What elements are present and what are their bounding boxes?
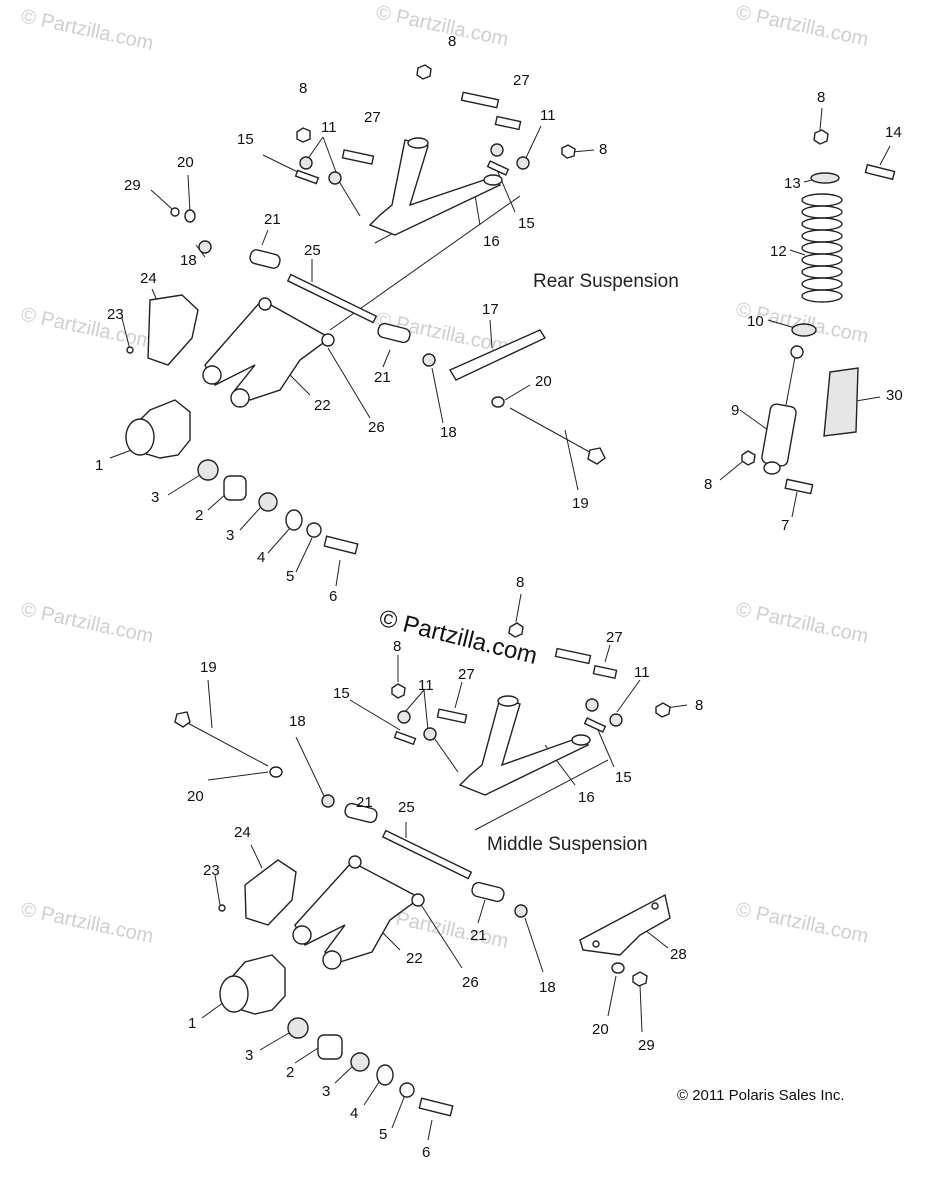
watermark: © Partzilla.com [374,1,510,51]
callout: 16 [578,789,595,806]
callout: 7 [781,517,789,534]
callout: 8 [516,574,524,591]
callout: 8 [299,80,307,97]
callout: 11 [418,677,434,694]
callout: 4 [257,549,265,566]
callout: 10 [747,313,764,330]
callout: 27 [513,72,530,89]
callout: 2 [195,507,203,524]
callout: 20 [177,154,194,171]
callout: 21 [264,211,281,228]
callout: 18 [440,424,457,441]
callout: 25 [398,799,415,816]
watermark: © Partzilla.com [734,1,870,51]
callout: 11 [634,664,650,681]
callout: 8 [695,697,703,714]
callout: 3 [151,489,159,506]
callout: 18 [289,713,306,730]
callout: 20 [187,788,204,805]
callout: 22 [406,950,423,967]
callout: 1 [188,1015,196,1032]
callout: 15 [615,769,632,786]
shock-assembly-parts [719,107,896,518]
callout: 9 [731,402,739,419]
callout: 29 [638,1037,655,1054]
callout: 19 [572,495,589,512]
callout: 11 [540,107,556,124]
callout: 6 [329,588,337,605]
callout: 25 [304,242,321,259]
callout: 17 [482,301,499,318]
callout: 22 [314,397,331,414]
middle-suspension-parts [174,593,688,1141]
callout: 30 [886,387,903,404]
watermarks: © Partzilla.com © Partzilla.com © Partzi… [19,1,870,953]
callouts-shock: 8 14 13 12 10 30 9 8 7 [704,89,903,534]
rear-suspension-parts [109,64,606,587]
callout: 6 [422,1144,430,1161]
callout: 15 [237,131,254,148]
callout: 21 [356,794,373,811]
callout: 3 [322,1083,330,1100]
callout: 14 [885,124,902,141]
callout: 27 [458,666,475,683]
callout: 27 [606,629,623,646]
callout: 3 [226,527,234,544]
watermark: © Partzilla.com [19,5,155,55]
callout: 29 [124,177,141,194]
callout: 26 [462,974,479,991]
callout: 24 [140,270,157,287]
copyright-notice: © 2011 Polaris Sales Inc. [677,1087,845,1104]
callout: 2 [286,1064,294,1081]
watermark: © Partzilla.com [19,303,155,353]
section-title-rear: Rear Suspension [533,271,679,292]
callouts-middle: 8 27 8 27 11 19 15 11 8 18 15 21 25 16 2… [187,574,703,1161]
callout: 18 [539,979,556,996]
callout: 8 [817,89,825,106]
callout: 18 [180,252,197,269]
callout: 21 [470,927,487,944]
section-title-middle: Middle Suspension [487,834,648,855]
callout: 8 [448,33,456,50]
callout: 19 [200,659,217,676]
callout: 12 [770,243,787,260]
watermark: © Partzilla.com [19,598,155,648]
callout: 3 [245,1047,253,1064]
callout: 28 [670,946,687,963]
callout: 20 [535,373,552,390]
callout: 23 [107,306,124,323]
watermark: © Partzilla.com [734,898,870,948]
callout: 27 [364,109,381,126]
callout: 8 [393,638,401,655]
callout: 24 [234,824,251,841]
callout: 15 [518,215,535,232]
callout: 23 [203,862,220,879]
callout: 5 [379,1126,387,1143]
callout: 11 [321,119,337,136]
callout: 16 [483,233,500,250]
callout: 13 [784,175,801,192]
callout: 26 [368,419,385,436]
callouts-rear: 8 27 8 11 27 11 8 15 15 20 29 16 21 18 2… [95,33,607,605]
watermark: © Partzilla.com [19,898,155,948]
callout: 20 [592,1021,609,1038]
callout: 1 [95,457,103,474]
callout: 8 [704,476,712,493]
watermark: © Partzilla.com [734,598,870,648]
callout: 21 [374,369,391,386]
callout: 5 [286,568,294,585]
callout: 15 [333,685,350,702]
callout: 8 [599,141,607,158]
callout: 4 [350,1105,358,1122]
